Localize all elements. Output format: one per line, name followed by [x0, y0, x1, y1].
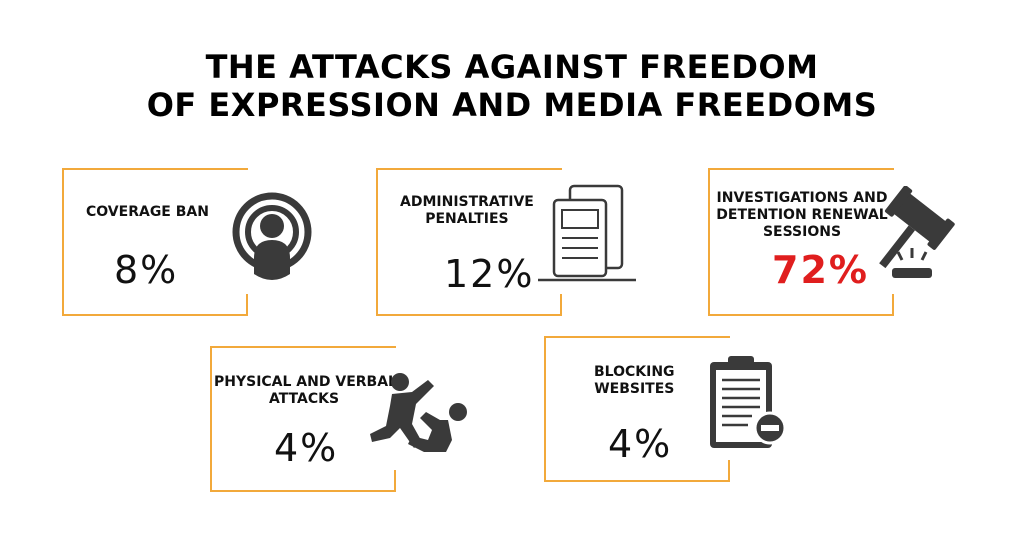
card-label: PHYSICAL AND VERBAL ATTACKS	[214, 374, 397, 407]
signal-broadcast-person-icon	[232, 192, 312, 280]
documents-icon	[538, 184, 636, 282]
card-label: COVERAGE BAN	[86, 204, 209, 220]
card-physical-attacks: PHYSICAL AND VERBAL ATTACKS 4%	[210, 346, 467, 492]
clipboard-blocked-icon	[710, 356, 787, 448]
card-administrative-penalties: ADMINISTRATIVE PENALTIES 12%	[376, 168, 636, 316]
card-value: 8%	[114, 248, 179, 292]
card-label: INVESTIGATIONS AND DETENTION RENEWAL SES…	[716, 190, 888, 240]
card-value: 4%	[608, 422, 673, 466]
fight-icon	[370, 373, 467, 452]
title-line-1: THE ATTACKS AGAINST FREEDOM	[205, 48, 819, 86]
card-value-highlight: 72%	[772, 248, 869, 292]
card-value: 4%	[274, 426, 339, 470]
card-label: BLOCKING WEBSITES	[594, 364, 675, 397]
page-title: THE ATTACKS AGAINST FREEDOM OF EXPRESSIO…	[0, 48, 1024, 124]
card-blocking-websites: BLOCKING WEBSITES 4%	[544, 336, 787, 482]
gavel-icon	[879, 186, 955, 278]
title-line-2: OF EXPRESSION AND MEDIA FREEDOMS	[146, 86, 878, 124]
card-investigations: INVESTIGATIONS AND DETENTION RENEWAL SES…	[708, 168, 955, 316]
card-label: ADMINISTRATIVE PENALTIES	[400, 194, 534, 227]
card-value: 12%	[444, 252, 535, 296]
card-coverage-ban: COVERAGE BAN 8%	[62, 168, 312, 316]
